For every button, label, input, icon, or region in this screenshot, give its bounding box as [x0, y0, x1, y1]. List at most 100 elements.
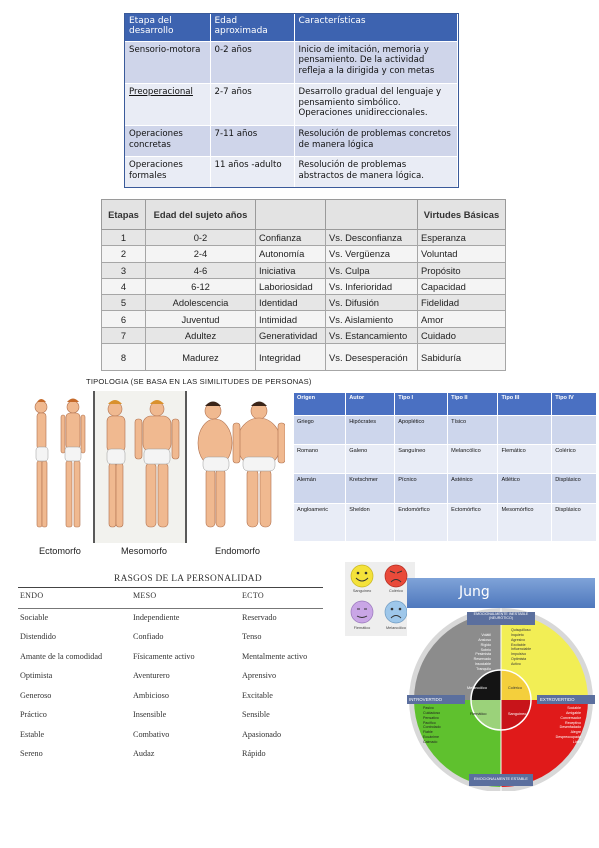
table-cell: Sociable — [20, 612, 49, 622]
erikson-stages-table: Etapas Edad del sujeto años Virtudes Bás… — [101, 199, 506, 371]
table-row: Operaciones formales 11 años -adulto Res… — [125, 156, 458, 187]
table-cell: Audaz — [133, 749, 155, 758]
table-cell: Angloameric — [294, 502, 347, 541]
column-header: Etapa del desarrollo — [125, 14, 211, 41]
table-cell: Vs. Estancamiento — [325, 326, 418, 345]
trait-item: Controlado — [423, 725, 441, 730]
trait-item: Desenfadado — [559, 725, 581, 730]
table-cell: Físicamente activo — [133, 651, 195, 661]
ectomorph-label: Ectomorfo — [39, 546, 81, 556]
column-header: Edad del sujeto años — [145, 199, 256, 230]
column-header — [255, 199, 326, 230]
trait-item: Agresivo — [511, 637, 525, 642]
trait-item: Pensativo — [423, 715, 439, 720]
table-cell: Confiado — [133, 632, 164, 641]
table-cell: 7-11 años — [210, 125, 295, 157]
table-cell: Vs. Vergüenza — [325, 245, 418, 263]
table-cell: Esperanza — [417, 228, 506, 247]
table-cell: 2 — [101, 245, 146, 263]
table-cell: Vs. Culpa — [325, 261, 418, 279]
table-cell: Autonomía — [255, 245, 326, 263]
trait-item: Activo — [511, 661, 521, 666]
table-cell: Ectomórfico — [447, 502, 499, 541]
table-cell: 6 — [101, 310, 146, 328]
quadrant-label: Sanguíneo — [508, 712, 527, 716]
trait-item: Inquieto — [511, 632, 524, 637]
table-cell: Romano — [294, 443, 347, 474]
happy-face-icon — [350, 564, 374, 588]
table-cell: Laboriosidad — [255, 277, 326, 296]
column-header: Tipo III — [497, 393, 553, 415]
table-cell: 3 — [101, 261, 146, 279]
jung-title: Jung — [459, 584, 490, 600]
divider — [18, 607, 323, 609]
table-cell: Ambicioso — [133, 690, 169, 700]
column-header: ENDO — [20, 591, 44, 600]
table-cell: 5 — [101, 294, 146, 312]
trait-item: Ansioso — [478, 637, 491, 642]
table-cell: Melancólico — [447, 443, 499, 474]
table-cell: Galeno — [345, 443, 396, 474]
table-cell: Práctico — [20, 710, 47, 719]
quadrant-label: Colérico — [508, 686, 522, 690]
trait-item: Pesimista — [475, 652, 491, 657]
table-cell: Hipócrates — [345, 414, 396, 445]
sad-face-icon — [384, 600, 408, 624]
trait-item: Despreocupado — [555, 735, 581, 740]
personality-traits-table: RASGOS DE LA PERSONALIDAD ENDO MESO ECTO… — [18, 574, 323, 774]
top-axis-label: EMOCIONALMENTE INESTABLE (NEURÓTICO) — [473, 612, 529, 620]
table-cell: Desarrollo gradual del lenguaje y pensam… — [294, 82, 458, 126]
table-cell: Reservado — [242, 612, 277, 622]
table-cell: Combativo — [133, 729, 170, 739]
table-cell: Intimidad — [255, 310, 326, 328]
face-label: Colérico — [389, 589, 403, 593]
table-cell: 4 — [101, 277, 146, 296]
table-cell: 2-7 años — [210, 82, 295, 126]
table-cell: Vs. Aislamiento — [325, 310, 418, 328]
right-axis-label: EXTROVERTIDO — [540, 697, 575, 702]
table-cell: Displásico — [551, 473, 597, 503]
quadrant-label: Flemático — [470, 712, 487, 716]
table-cell: Integridad — [255, 343, 326, 371]
table-cell: 7 — [101, 326, 146, 345]
trait-item: Reservado — [473, 657, 491, 662]
table-header-row: ENDO MESO ECTO — [18, 588, 323, 608]
table-cell: 0-2 años — [210, 40, 295, 84]
table-cell: Aventurero — [133, 671, 170, 680]
typology-table: Origen Autor Tipo I Tipo II Tipo III Tip… — [294, 393, 597, 541]
angry-face-icon — [384, 564, 408, 588]
table-cell: Estable — [20, 729, 45, 739]
table-cell: Rápido — [242, 749, 266, 758]
trait-item: Sobrio — [480, 647, 491, 652]
table-cell: Resolución de problemas concretos de man… — [294, 125, 458, 157]
column-header: Edad aproximada — [210, 14, 295, 41]
table-cell: Generatividad — [255, 326, 326, 345]
table-cell: 8 — [101, 343, 146, 371]
trait-item: Tranquilo — [476, 666, 491, 671]
table-cell: Aprensivo — [242, 671, 277, 680]
face-label: Sanguíneo — [352, 589, 372, 593]
table-cell: Juventud — [145, 310, 256, 328]
column-header: Autor — [345, 393, 396, 415]
trait-item: Cuidadoso — [423, 710, 441, 715]
trait-item: Alegre — [570, 730, 581, 735]
trait-item: Influenciable — [511, 647, 532, 652]
column-header: Virtudes Básicas — [417, 199, 506, 230]
table-cell: Vs. Inferioridad — [325, 277, 418, 296]
table-cell: Sheldon — [345, 502, 396, 541]
table-header-row: Etapas Edad del sujeto años Virtudes Bás… — [101, 199, 506, 230]
trait-item: Quisquilloso — [511, 628, 531, 632]
quadrant-label: Melancólico — [467, 686, 488, 690]
table-cell: Alemán — [294, 473, 347, 503]
